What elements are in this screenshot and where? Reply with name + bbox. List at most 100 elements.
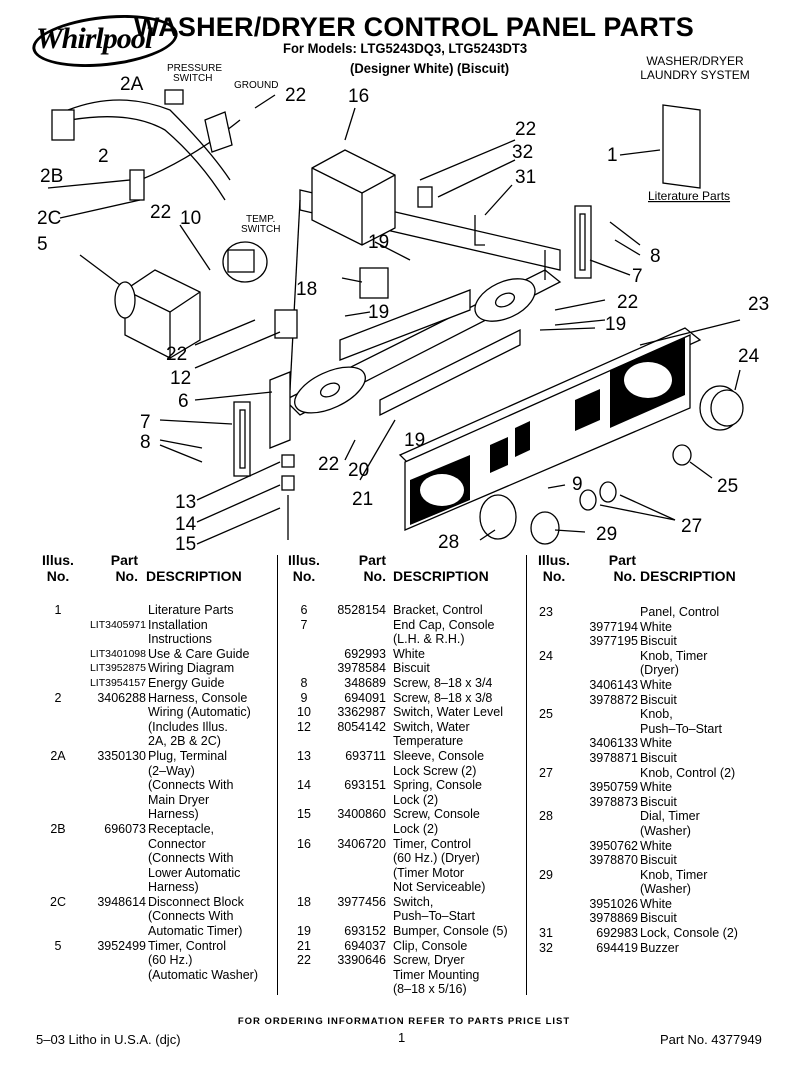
part-description: Biscuit bbox=[640, 692, 677, 707]
table-row: Harness) bbox=[40, 807, 276, 822]
illus-number: 15 bbox=[297, 807, 311, 822]
part-number: 348689 bbox=[344, 675, 386, 690]
part-number: 694091 bbox=[344, 690, 386, 705]
callout-19: 19 bbox=[368, 232, 389, 253]
system-label-line2: LAUNDRY SYSTEM bbox=[640, 68, 750, 82]
callout-13: 13 bbox=[175, 492, 196, 513]
part-description: Installation bbox=[148, 617, 208, 632]
callout-15: 15 bbox=[175, 534, 196, 550]
part-description: Wiring (Automatic) bbox=[148, 705, 251, 720]
table-row: (60 Hz.) bbox=[40, 953, 276, 968]
part-description: Literature Parts bbox=[148, 603, 234, 617]
part-description: Harness, Console bbox=[148, 690, 248, 705]
part-description: (2–Way) bbox=[148, 763, 195, 778]
illus-number: 5 bbox=[54, 938, 62, 953]
table-row: (Washer) bbox=[536, 824, 786, 839]
part-description: White bbox=[640, 780, 672, 795]
part-description: Knob, Timer bbox=[640, 867, 708, 882]
part-description: Dial, Timer bbox=[640, 809, 700, 824]
part-description: Lock (2) bbox=[393, 792, 439, 807]
table-row: (L.H. & R.H.) bbox=[286, 632, 524, 647]
part-number: 3406288 bbox=[97, 690, 146, 705]
part-description: Biscuit bbox=[640, 794, 677, 809]
column-divider bbox=[526, 555, 527, 995]
part-description: White bbox=[640, 736, 672, 751]
callout-10: 10 bbox=[180, 208, 201, 229]
litho-note: 5–03 Litho in U.S.A. (djc) bbox=[36, 1032, 181, 1047]
part-description: Timer, Control bbox=[393, 836, 472, 851]
part-description: Instructions bbox=[148, 632, 212, 647]
illus-number: 24 bbox=[539, 648, 553, 663]
callout-2b: 2B bbox=[40, 166, 63, 187]
callout-22: 22 bbox=[285, 85, 306, 106]
part-description: (60 Hz.) bbox=[148, 953, 193, 968]
illus-number: 22 bbox=[297, 953, 311, 968]
callout-9: 9 bbox=[572, 474, 583, 495]
part-number: 3362987 bbox=[337, 705, 386, 720]
part-description: Biscuit bbox=[640, 911, 677, 926]
part-description: Switch, Water bbox=[393, 719, 470, 734]
document-part-number: Part No. 4377949 bbox=[660, 1032, 762, 1047]
part-number: 3978869 bbox=[589, 911, 638, 926]
part-number: 3390646 bbox=[337, 953, 386, 968]
part-description: Harness) bbox=[148, 807, 199, 822]
part-number: 3952499 bbox=[97, 938, 146, 953]
part-number: 693151 bbox=[344, 778, 386, 793]
part-description: Sleeve, Console bbox=[393, 748, 485, 763]
table-row: Wiring (Automatic) bbox=[40, 705, 276, 720]
ordering-note: FOR ORDERING INFORMATION REFER TO PARTS … bbox=[237, 1016, 571, 1027]
part-number: 693152 bbox=[344, 924, 386, 939]
part-number: LIT3405971 bbox=[89, 618, 146, 631]
table-row: (Connects With bbox=[40, 909, 276, 924]
callout-32: 32 bbox=[512, 142, 533, 163]
callout-18: 18 bbox=[296, 279, 317, 300]
callout-22: 22 bbox=[318, 454, 339, 475]
part-description: Temperature bbox=[393, 734, 464, 749]
callout-2: 2 bbox=[98, 146, 109, 167]
table-row: 8 348689 Screw, 8–18 x 3/4 bbox=[286, 676, 524, 691]
illus-number: 2A bbox=[50, 748, 66, 763]
part-number: 692993 bbox=[344, 646, 386, 661]
part-description: White bbox=[640, 619, 672, 634]
callout-24: 24 bbox=[738, 346, 760, 367]
part-number: 3950762 bbox=[589, 838, 638, 853]
part-description: Plug, Terminal bbox=[148, 748, 227, 763]
part-description: (Dryer) bbox=[640, 663, 679, 678]
table-row: Timer Mounting bbox=[286, 968, 524, 983]
part-description: Screw, 8–18 x 3/4 bbox=[393, 675, 493, 690]
part-description: (Automatic Washer) bbox=[148, 967, 258, 982]
table-row: Temperature bbox=[286, 734, 524, 749]
table-row: Push–To–Start bbox=[536, 722, 786, 737]
label-literature-parts: Literature Parts bbox=[648, 189, 730, 203]
part-number: 3406133 bbox=[589, 736, 638, 751]
part-number: LIT3952875 bbox=[89, 662, 146, 675]
illus-number: 8 bbox=[300, 675, 308, 690]
table-row: Lock (2) bbox=[286, 822, 524, 837]
part-description: Screw, Dryer bbox=[393, 953, 465, 968]
callout-23: 23 bbox=[748, 294, 769, 315]
illus-number: 31 bbox=[539, 926, 553, 941]
illus-number: 2B bbox=[50, 821, 66, 836]
label-pressure: PRESSURE bbox=[167, 63, 222, 74]
table-row: (60 Hz.) (Dryer) bbox=[286, 851, 524, 866]
part-description: (Timer Motor bbox=[393, 865, 465, 880]
part-number: 694419 bbox=[596, 940, 638, 955]
part-number: LIT3954157 bbox=[89, 676, 146, 689]
part-description: Lock Screw (2) bbox=[393, 763, 477, 778]
illus-number: 6 bbox=[300, 603, 308, 617]
